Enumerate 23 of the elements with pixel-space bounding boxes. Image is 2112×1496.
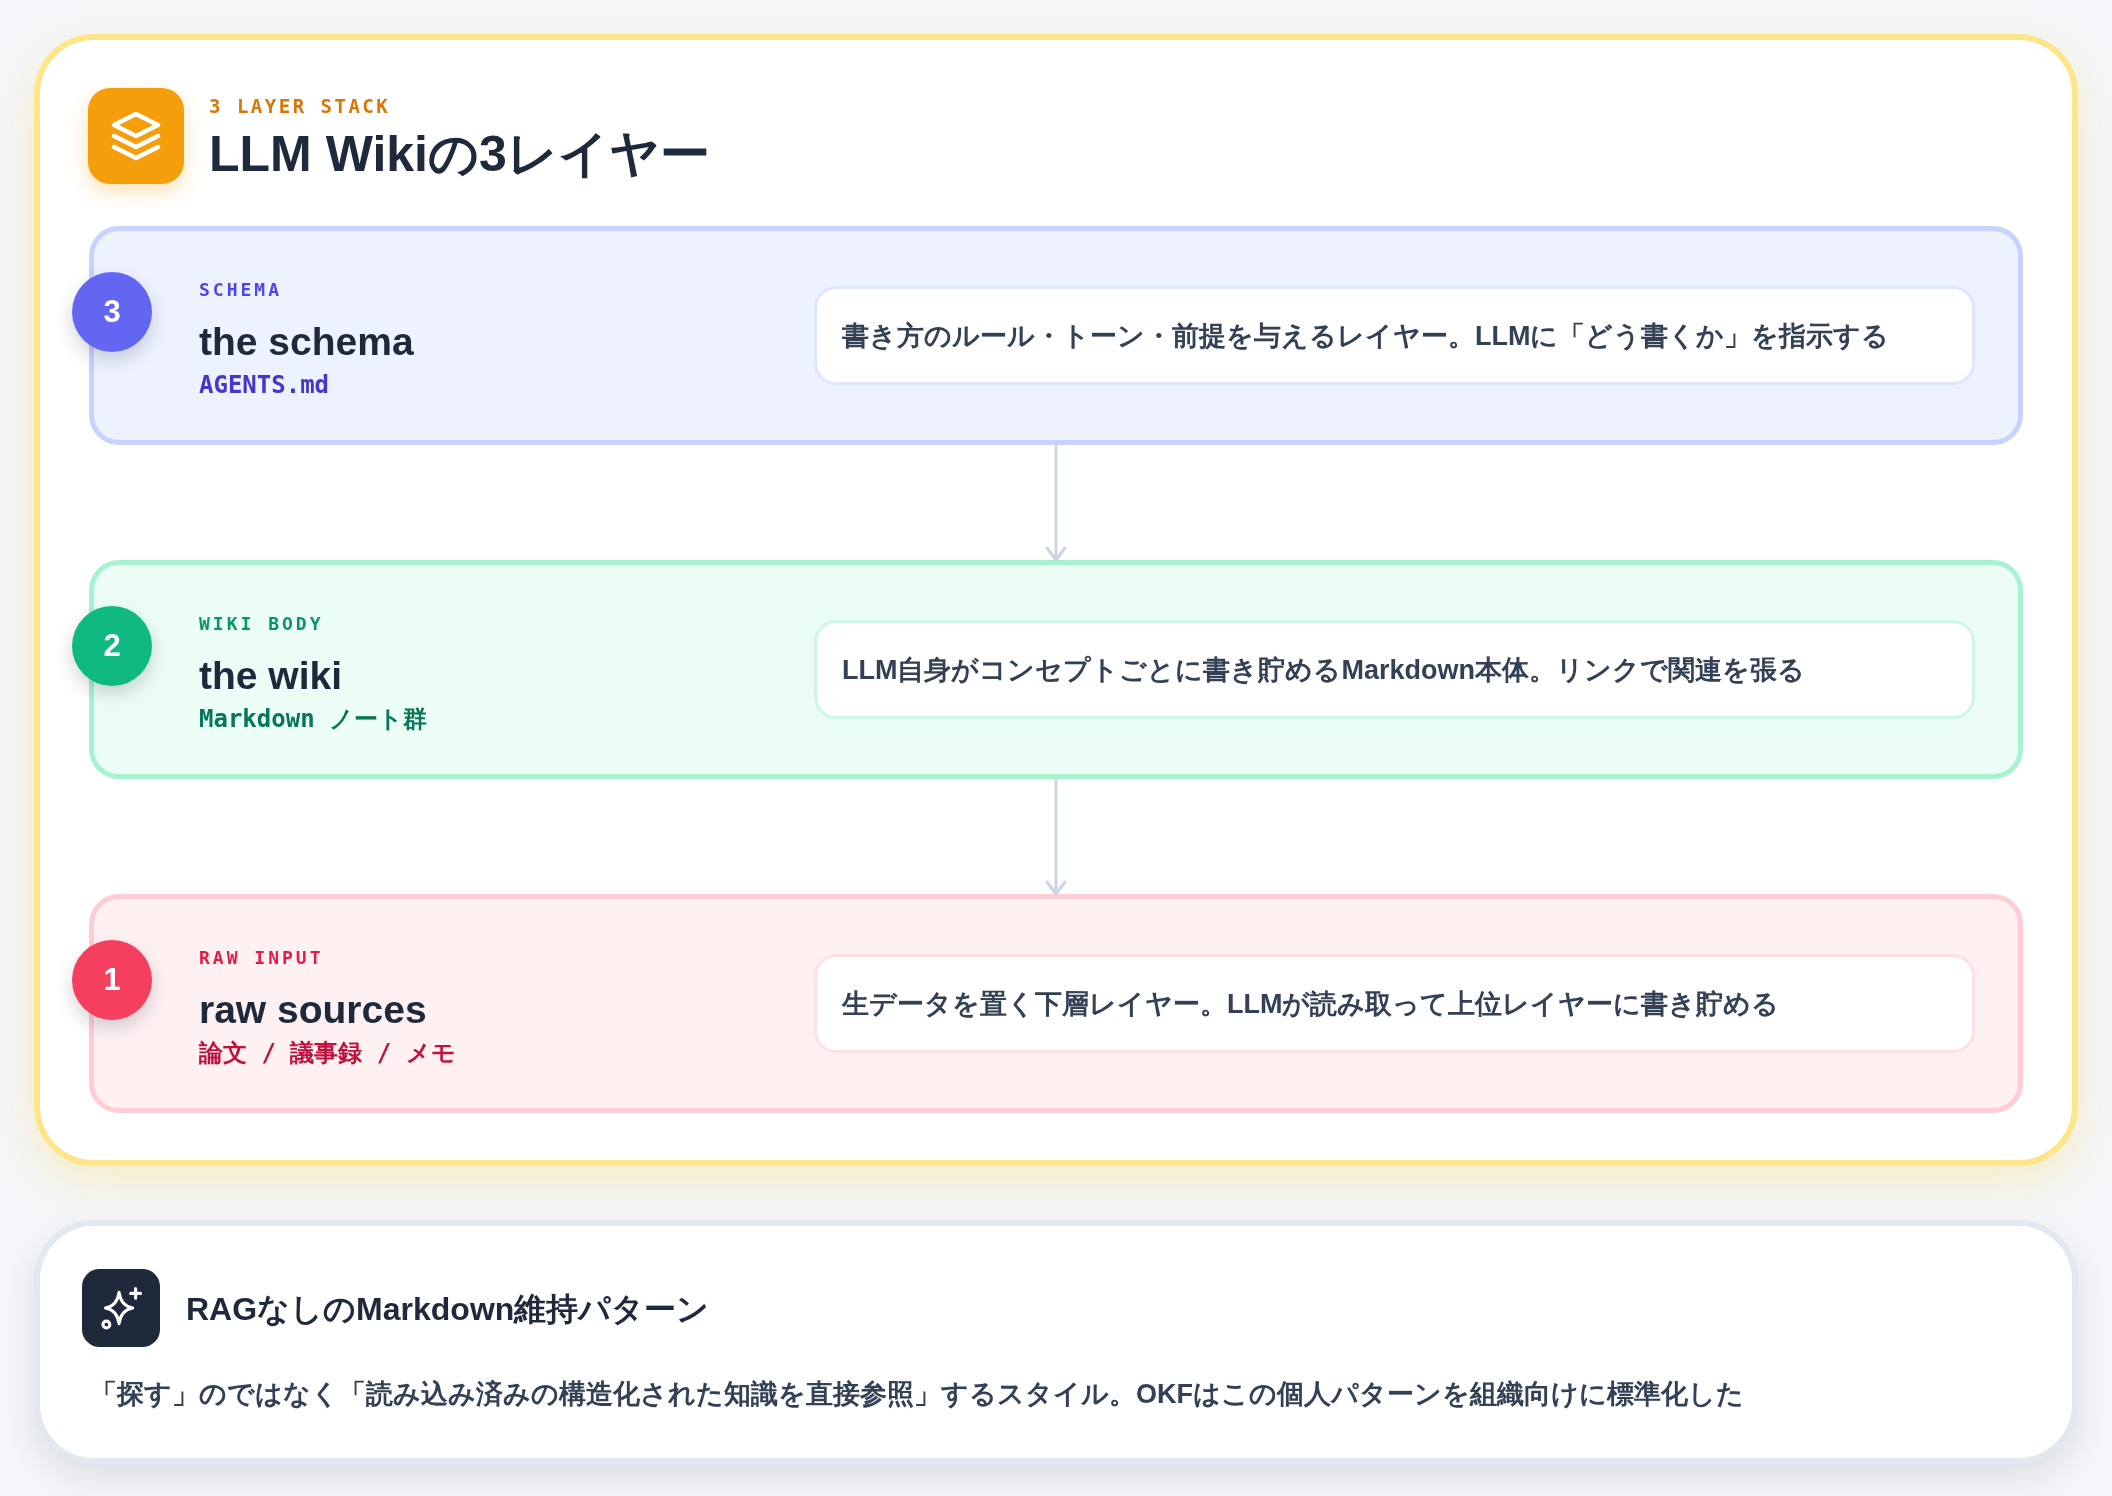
- note-heading: RAGなしのMarkdown維持パターン: [186, 1290, 710, 1329]
- layer-files: Markdown ノート群: [199, 704, 428, 734]
- layer-tag: WIKI BODY: [199, 612, 324, 636]
- panel-card: [34, 34, 2078, 1166]
- layer-band: [89, 894, 2023, 1113]
- layer-title: the wiki: [199, 653, 343, 699]
- arrow: [1045, 443, 1067, 562]
- description-card: 書き方のルール・トーン・前提を与えるレイヤー。LLMに「どう書くか」を指示する: [814, 286, 1975, 385]
- layer-files: 論文 / 議事録 / メモ: [199, 1038, 456, 1068]
- arrow: [1045, 777, 1067, 896]
- layer-tag: RAW INPUT: [199, 946, 324, 970]
- layer-title: raw sources: [199, 987, 427, 1033]
- layer-band: [89, 560, 2023, 779]
- layer-files: AGENTS.md: [199, 370, 330, 400]
- layer-title: the schema: [199, 319, 414, 365]
- layer-tag: SCHEMA: [199, 278, 283, 302]
- description-card: 生データを置く下層レイヤー。LLMが読み取って上位レイヤーに書き貯める: [814, 954, 1975, 1053]
- layer-band: [89, 226, 2023, 445]
- note-card: [34, 1220, 2078, 1464]
- note-text: 「探す」のではなく「読み込み済みの構造化された知識を直接参照」するスタイル。OKFはこの個人パターンを組織向けに標準化した: [90, 1378, 1744, 1411]
- description-card: LLM自身がコンセプトごとに書き貯めるMarkdown本体。リンクで関連を張る: [814, 620, 1975, 719]
- eyebrow-label: 3 LAYER STACK: [209, 94, 391, 118]
- panel-title: LLM Wikiの3レイヤー: [209, 125, 710, 184]
